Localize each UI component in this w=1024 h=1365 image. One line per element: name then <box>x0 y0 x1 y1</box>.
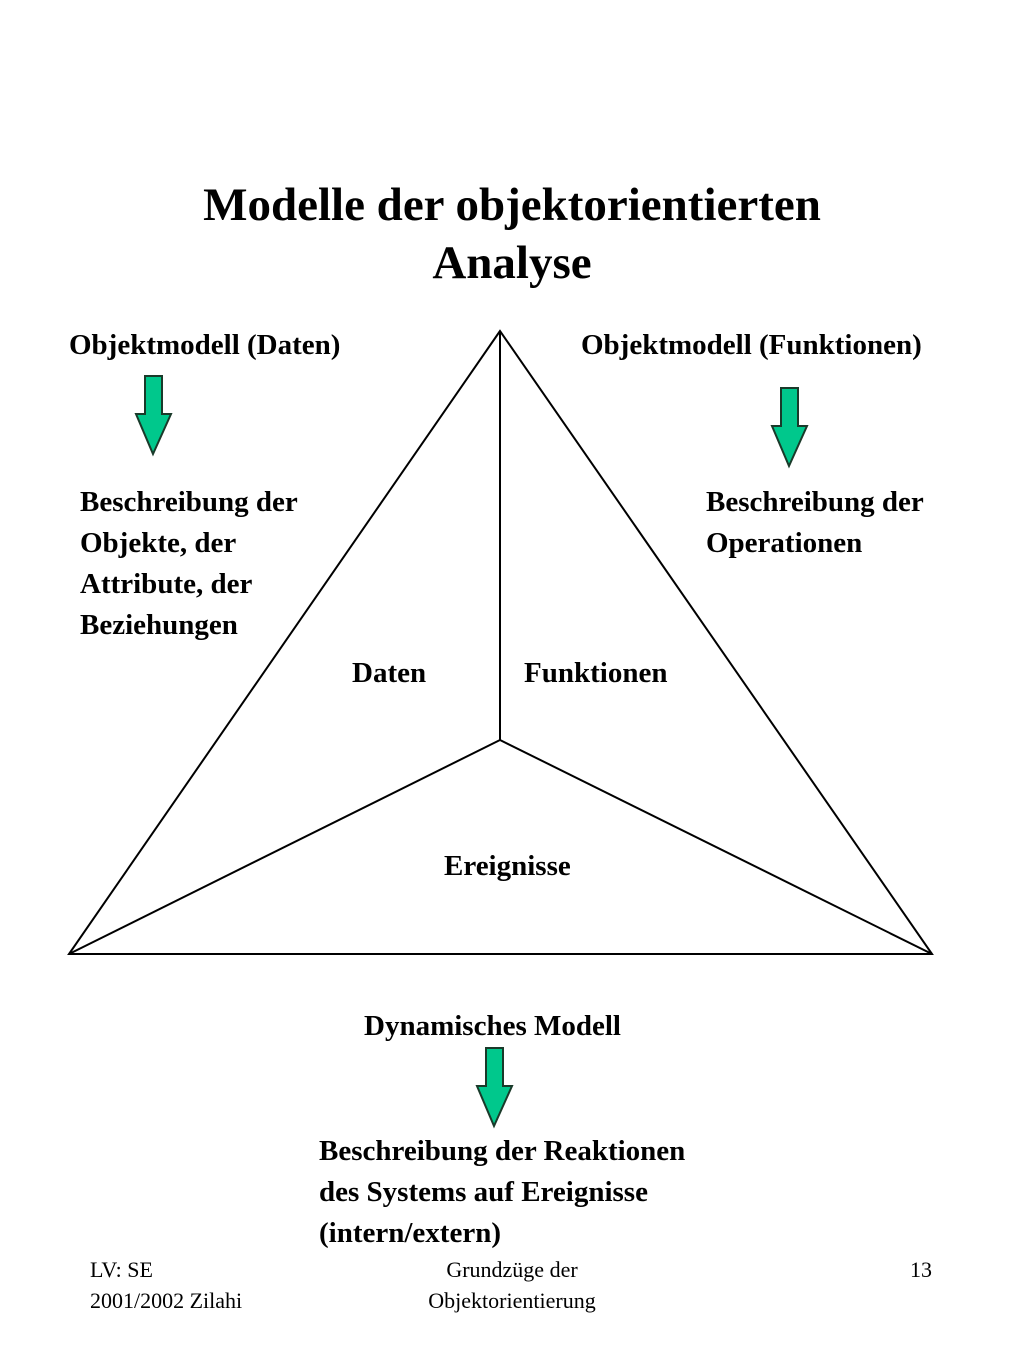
footer-course-info: LV: SE 2001/2002 Zilahi <box>90 1254 242 1316</box>
left-model-description-line: Beschreibung der <box>80 486 298 518</box>
bottom-model-description-line: (intern/extern) <box>319 1217 501 1249</box>
right-model-description-line: Beschreibung der <box>706 486 924 518</box>
divider-left <box>68 739 501 955</box>
left-model-description: Beschreibung der Objekte, der Attribute,… <box>80 482 298 646</box>
right-model-description-line: Operationen <box>706 527 863 559</box>
outer-triangle <box>67 329 934 955</box>
triangle-label-functions: Funktionen <box>524 657 668 689</box>
slide-title-line-1: Modelle der objektorientierten <box>203 179 821 231</box>
bottom-model-heading: Dynamisches Modell <box>364 1010 621 1042</box>
arrow-down-icon-bottom <box>475 1047 514 1129</box>
triangle-label-data: Daten <box>352 657 427 689</box>
left-model-description-line: Attribute, der <box>80 568 253 600</box>
footer-topic: Grundzüge der Objektorientierung <box>362 1254 662 1316</box>
footer-course-line: LV: SE <box>90 1257 153 1282</box>
footer-topic-line: Objektorientierung <box>428 1288 596 1313</box>
footer-course-line: 2001/2002 Zilahi <box>90 1288 243 1313</box>
bottom-model-description-line: des Systems auf Ereignisse <box>319 1176 648 1208</box>
bottom-model-description: Beschreibung der Reaktionen des Systems … <box>319 1131 685 1254</box>
left-model-description-line: Beziehungen <box>80 609 238 641</box>
right-model-description: Beschreibung der Operationen <box>706 482 924 564</box>
triangle-label-events: Ereignisse <box>444 850 571 882</box>
slide-title-line-2: Analyse <box>432 237 592 289</box>
left-model-heading: Objektmodell (Daten) <box>69 329 341 361</box>
page-number: 13 <box>910 1257 932 1282</box>
left-model-description-line: Objekte, der <box>80 527 237 559</box>
slide-title: Modelle der objektorientierten Analyse <box>0 176 1024 292</box>
arrow-down-icon-right <box>770 387 809 469</box>
bottom-model-description-line: Beschreibung der Reaktionen <box>319 1135 686 1167</box>
divider-right <box>499 739 933 955</box>
arrow-down-icon-left <box>134 375 173 457</box>
right-model-heading: Objektmodell (Funktionen) <box>581 329 922 361</box>
footer-topic-line: Grundzüge der <box>446 1257 578 1282</box>
